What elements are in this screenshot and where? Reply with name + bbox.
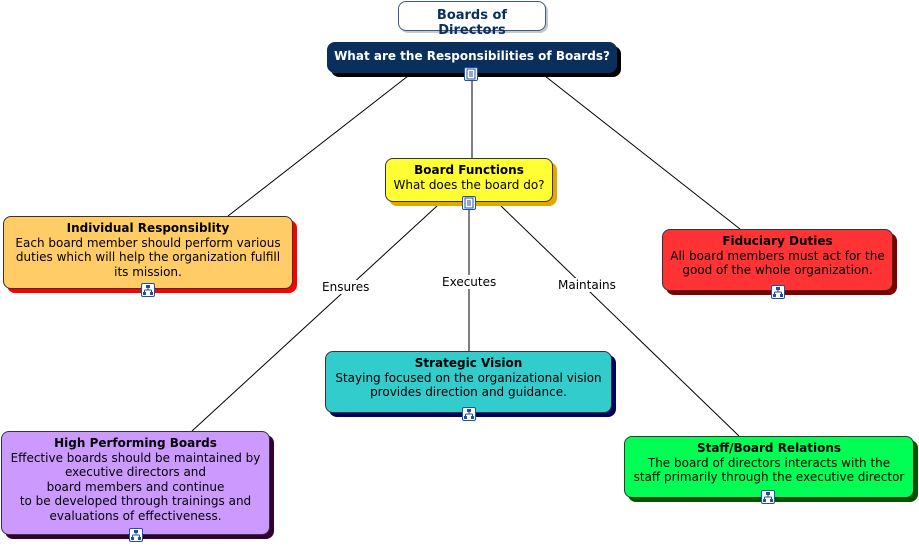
fiduciary-duties-body: All board members must act for the good … (670, 248, 885, 278)
individual-responsibility-node[interactable]: Individual Responsiblity Each board memb… (3, 216, 293, 297)
strategic-vision-node[interactable]: Strategic Vision Staying focused on the … (325, 351, 612, 421)
strategic-vision-body: Staying focused on the organizational vi… (335, 370, 602, 400)
document-icon[interactable] (464, 67, 478, 81)
link-root-fiduciary (544, 75, 741, 230)
individual-responsibility-title: Individual Responsiblity (66, 221, 230, 235)
root-question-node[interactable]: What are the Responsibilities of Boards? (327, 42, 617, 81)
fiduciary-duties-title: Fiduciary Duties (722, 234, 833, 248)
high-performing-boards-body: Effective boards should be maintained by… (10, 450, 261, 523)
staff-board-relations-title: Staff/Board Relations (696, 441, 842, 455)
high-performing-boards-node[interactable]: High Performing Boards Effective boards … (1, 431, 270, 542)
staff-board-relations-body: The board of directors interacts with th… (633, 455, 905, 485)
concept-map-icon[interactable] (129, 528, 143, 542)
board-functions-node[interactable]: Board Functions What does the board do? (385, 158, 553, 210)
board-functions-title: Board Functions (414, 163, 524, 177)
root-question-text: What are the Responsibilities of Boards? (334, 49, 610, 63)
link-functions-staff (500, 205, 740, 437)
high-performing-boards-title: High Performing Boards (54, 436, 217, 450)
staff-board-relations-node[interactable]: Staff/Board Relations The board of direc… (624, 436, 914, 504)
document-icon[interactable] (462, 196, 476, 210)
concept-map-icon[interactable] (761, 490, 775, 504)
map-title: Boards of Directors (398, 1, 546, 37)
fiduciary-duties-node[interactable]: Fiduciary Duties All board members must … (662, 229, 893, 299)
map-title-text: Boards of Directors (436, 8, 508, 38)
link-root-individual (227, 75, 409, 217)
concept-map-icon[interactable] (462, 407, 476, 421)
link-label-maintains: Maintains (557, 278, 617, 292)
individual-responsibility-body: Each board member should perform various… (15, 235, 281, 279)
strategic-vision-title: Strategic Vision (414, 356, 523, 370)
concept-map-icon[interactable] (771, 285, 785, 299)
board-functions-body: What does the board do? (393, 177, 545, 192)
link-functions-performing (191, 205, 438, 432)
concept-map-icon[interactable] (141, 283, 155, 297)
link-label-executes: Executes (441, 275, 498, 289)
link-label-ensures: Ensures (321, 280, 371, 294)
